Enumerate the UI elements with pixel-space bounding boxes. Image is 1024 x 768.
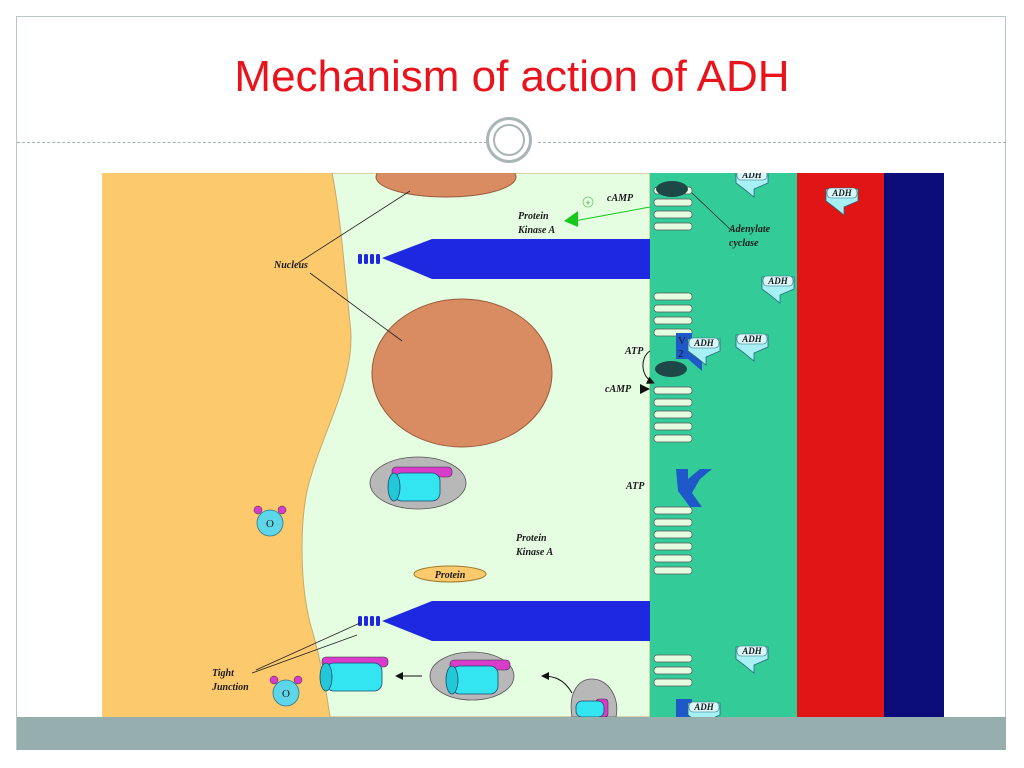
tight-junction-label-line1: Tight — [212, 668, 235, 679]
blood-vessel — [884, 173, 944, 717]
aquaporin-vesicle-forming — [570, 678, 618, 717]
water-molecule-lower: O — [269, 675, 303, 707]
basolateral-space — [650, 173, 797, 717]
adh-label: ADH — [693, 338, 715, 348]
adenylate-cyclase-label-line2: cyclase — [729, 238, 759, 249]
water-molecule-upper: O — [253, 505, 287, 537]
slide-title: Mechanism of action of ADH — [234, 52, 790, 101]
tight-junction-band-upper — [382, 239, 650, 279]
membrane-fold — [653, 554, 693, 563]
receptor-label-2: 2 — [678, 348, 684, 360]
slide-footer-bar — [17, 717, 1006, 750]
membrane-fold — [653, 386, 693, 395]
membrane-fold — [653, 518, 693, 527]
endocytosis-arrow — [541, 672, 573, 694]
adenylate-cyclase-enzyme-lower — [655, 361, 687, 377]
aquaporin-vesicle-1 — [369, 456, 467, 510]
membrane-fold — [653, 304, 693, 313]
adh-label: ADH — [741, 173, 763, 180]
basolateral-membrane-folds — [653, 186, 693, 687]
nucleus-pointer-upper — [297, 190, 411, 264]
adh-molecule: ADH — [687, 337, 721, 366]
atp-to-camp-arrow — [642, 350, 655, 384]
divider-ring-ornament — [486, 117, 532, 163]
protein-molecule — [413, 565, 487, 583]
nucleus-upper — [375, 173, 517, 198]
camp-label-middle: cAMP — [605, 384, 632, 395]
adh-molecules: ADH ADH ADH ADH ADH ADH ADH — [687, 173, 859, 717]
pka-label-upper-line1: Protein — [518, 211, 549, 222]
plus-sign: + — [585, 198, 590, 208]
adh-label: ADH — [767, 276, 789, 286]
membrane-fold — [653, 292, 693, 301]
membrane-fold — [653, 198, 693, 207]
tight-junction-pointer-lower — [251, 634, 358, 674]
membrane-fold — [653, 566, 693, 575]
protein-label: Protein — [435, 570, 466, 581]
membrane-fold — [653, 222, 693, 231]
membrane-fold — [653, 316, 693, 325]
adh-mechanism-diagram: V 2 ADH ADH ADH ADH ADH ADH ADH Protein O O — [102, 173, 944, 717]
nucleus — [371, 298, 553, 448]
membrane-fold — [653, 678, 693, 687]
adh-label: ADH — [831, 188, 853, 198]
adh-molecule: ADH — [735, 173, 769, 198]
nucleus-pointer-lower — [309, 272, 403, 342]
membrane-fold — [653, 654, 693, 663]
receptor-label-v: V — [678, 335, 686, 347]
aquaporin-vesicle-2 — [429, 651, 515, 701]
pka-label-middle-line1: Protein — [516, 533, 547, 544]
tight-junction-label-line2: Junction — [211, 682, 249, 693]
adenylate-cyclase-enzyme-upper — [656, 181, 688, 197]
diagram-canvas: V 2 ADH ADH ADH ADH ADH ADH ADH Protein O O — [102, 173, 944, 717]
membrane-fold — [653, 530, 693, 539]
membrane-fold — [653, 210, 693, 219]
adenylate-cyclase-label-line1: Adenylate — [728, 224, 771, 235]
atp-label-upper: ATP — [624, 346, 644, 357]
water-oxygen-label-upper: O — [266, 518, 274, 530]
camp-to-pka-arrow-line — [573, 206, 651, 222]
plus-circle — [582, 196, 594, 208]
adh-molecule: ADH — [735, 645, 769, 674]
tight-junction-strands-upper — [358, 254, 380, 264]
adh-label: ADH — [693, 702, 715, 712]
membrane-fold — [653, 398, 693, 407]
camp-output-arrowhead — [640, 384, 650, 394]
adh-molecule: ADH — [735, 333, 769, 362]
title-divider-left — [17, 142, 487, 143]
capillary-wall — [797, 173, 884, 717]
nucleus-label: Nucleus — [273, 260, 308, 271]
tight-junction-pointer-upper — [255, 622, 361, 671]
adh-molecule: ADH — [825, 187, 859, 216]
membrane-fold — [653, 410, 693, 419]
camp-label-upper: cAMP — [607, 193, 634, 204]
adh-molecule: ADH — [687, 701, 721, 717]
adh-molecule: ADH — [761, 275, 795, 304]
aquaporin-inserted — [319, 656, 389, 692]
v2-receptor-free — [676, 469, 712, 507]
pka-label-middle-line2: Kinase A — [515, 547, 553, 558]
tight-junction-band-lower — [382, 601, 650, 641]
membrane-fold — [653, 422, 693, 431]
membrane-fold — [653, 666, 693, 675]
atp-label-lower: ATP — [625, 481, 645, 492]
title-divider-right — [538, 142, 1006, 143]
water-oxygen-label-lower: O — [282, 688, 290, 700]
adh-label: ADH — [741, 334, 763, 344]
adenylate-cyclase-pointer — [691, 192, 733, 232]
membrane-fold — [653, 506, 693, 515]
pka-label-upper-line2: Kinase A — [517, 225, 555, 236]
adh-label: ADH — [741, 646, 763, 656]
camp-to-pka-arrow-head — [564, 211, 578, 227]
membrane-fold — [653, 434, 693, 443]
membrane-fold — [653, 542, 693, 551]
